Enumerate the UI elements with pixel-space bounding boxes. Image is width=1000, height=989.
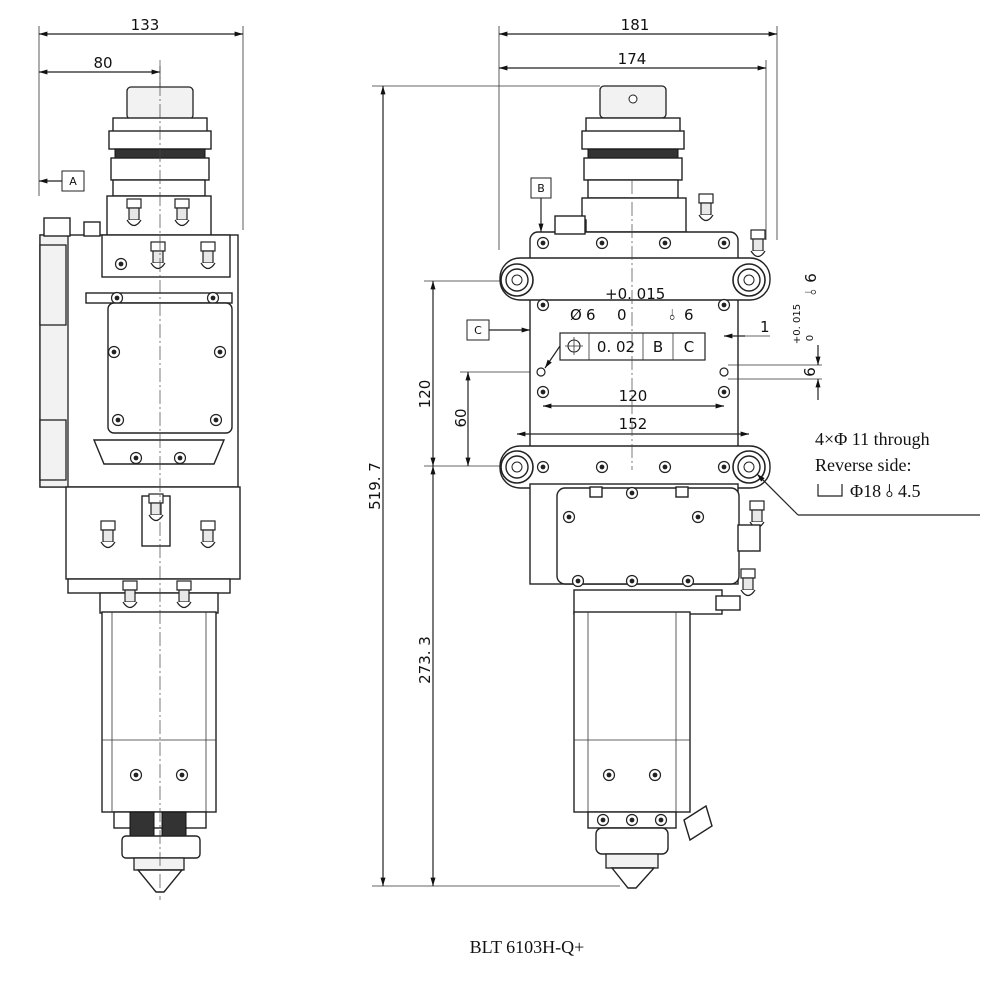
datum-a-label: A [69,175,77,188]
right-offset-label: 1 [760,318,770,336]
front-view: 181 174 519. 7 120 273. 3 60 B [366,16,980,889]
counterbore-icon [817,484,843,497]
hole-note-line1: 4×Φ 11 through [815,429,930,449]
front-height-pin-label: 60 [452,408,470,427]
front-width-body-label: 174 [618,50,647,68]
tol-lower-label: 0 [617,306,627,324]
right-tol-lower-label: 0 [805,335,816,341]
tol-upper-label: +0. 015 [605,285,665,303]
pin-spec-diameter-label: 6 [586,306,596,324]
pin-diameter-symbol: Ø [570,306,582,324]
hole-note-line3: Φ18 ⫰ 4.5 [850,481,921,501]
side-view: 133 80 A [38,16,244,900]
pin-spec-depth-label: 6 [684,306,694,324]
right-tol-upper-label: +0. 015 [792,304,803,344]
drawing-caption: BLT 6103H-Q+ [470,937,585,957]
side-width-overall-label: 133 [131,16,160,34]
fcf-datum-1: B [653,338,663,356]
front-width-overall-label: 181 [621,16,650,34]
datum-b-label: B [537,182,545,195]
front-height-total-label: 519. 7 [366,462,384,510]
hole-spacing-label: 152 [619,415,648,433]
hole-note-line2: Reverse side: [815,455,911,475]
fcf-tolerance-value: 0. 02 [597,338,635,356]
right-pin-label: 6 [801,367,819,377]
fcf-datum-2: C [684,338,694,356]
pin-spacing-label: 120 [619,387,648,405]
datum-a-box [61,170,85,192]
feature-control-frame: 0. 02 B C [559,332,706,361]
front-height-lower-label: 273. 3 [416,636,434,684]
right-depth-label: 6 [802,273,820,283]
side-width-partial-label: 80 [93,54,112,72]
datum-c-label: C [474,324,482,337]
right-depth-symbol: ⫰ [802,288,820,295]
front-height-mount-label: 120 [416,380,434,409]
pin-depth-symbol: ⫰ [669,306,676,324]
